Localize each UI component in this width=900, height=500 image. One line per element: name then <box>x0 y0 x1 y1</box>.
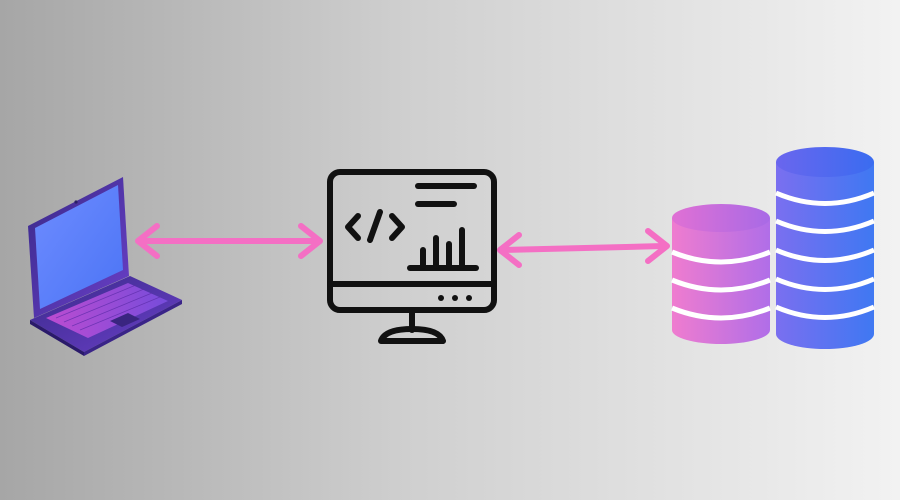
database-large-stack <box>775 147 875 349</box>
database-stack-icon <box>671 147 875 349</box>
laptop-icon <box>28 177 182 356</box>
code-monitor-icon <box>327 169 497 344</box>
database-small-stack <box>671 204 771 344</box>
arrow-server-database <box>497 228 670 268</box>
arrow-client-server <box>135 223 323 259</box>
